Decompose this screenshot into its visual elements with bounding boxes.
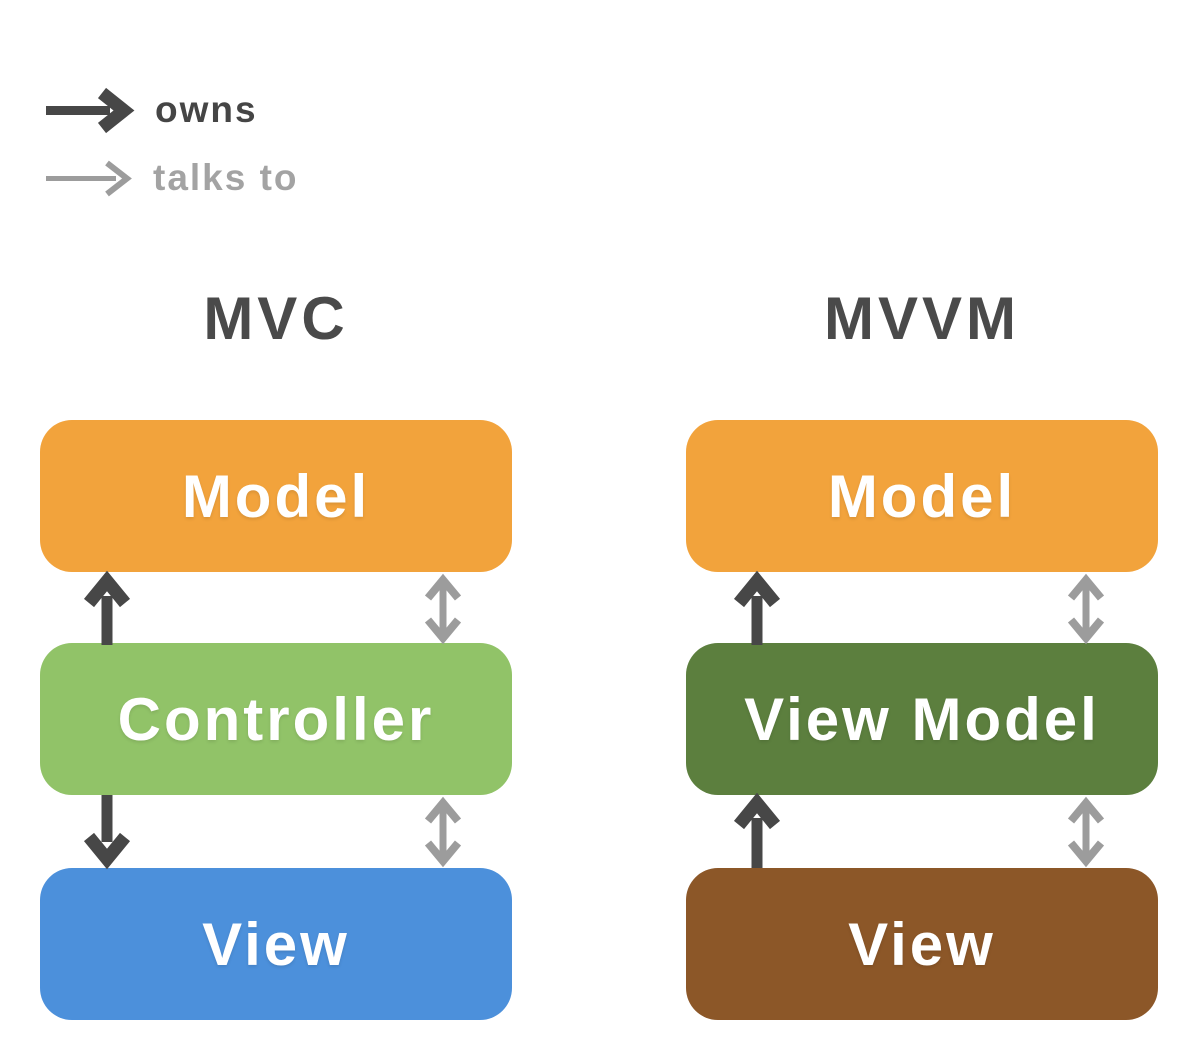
mvc-view-box: View — [40, 868, 512, 1020]
mvvm-viewmodel-box: View Model — [686, 643, 1158, 795]
legend-owns-arrow-icon — [46, 87, 135, 134]
mvc-talks-to-arrow-model-controller — [424, 573, 462, 645]
mvc-title: MVC — [203, 285, 349, 352]
mvvm-model-label: Model — [827, 462, 1017, 530]
mvvm-talks-to-arrow-viewmodel-view — [1067, 796, 1105, 868]
mvc-controller-box: Controller — [40, 643, 512, 795]
mvvm-owns-arrow-view-to-viewmodel — [733, 792, 781, 868]
mvc-view-label: View — [202, 910, 350, 978]
mvc-talks-to-arrow-controller-view — [424, 796, 462, 868]
legend-talks-to-arrow-icon — [46, 160, 132, 197]
mvc-owns-arrow-controller-to-view — [83, 795, 131, 870]
mvvm-owns-arrow-viewmodel-to-model — [733, 570, 781, 645]
legend-talks-to-label: talks to — [153, 157, 299, 198]
mvc-controller-label: Controller — [117, 685, 435, 753]
mvvm-talks-to-arrow-model-viewmodel — [1067, 573, 1105, 645]
mvc-model-box: Model — [40, 420, 512, 572]
mvc-model-label: Model — [181, 462, 371, 530]
mvvm-model-box: Model — [686, 420, 1158, 572]
mvvm-viewmodel-label: View Model — [744, 685, 1100, 753]
mvvm-view-box: View — [686, 868, 1158, 1020]
legend-owns-label: owns — [155, 89, 258, 130]
mvvm-title: MVVM — [824, 285, 1020, 352]
mvc-owns-arrow-controller-to-model — [83, 570, 131, 645]
mvvm-view-label: View — [848, 910, 996, 978]
